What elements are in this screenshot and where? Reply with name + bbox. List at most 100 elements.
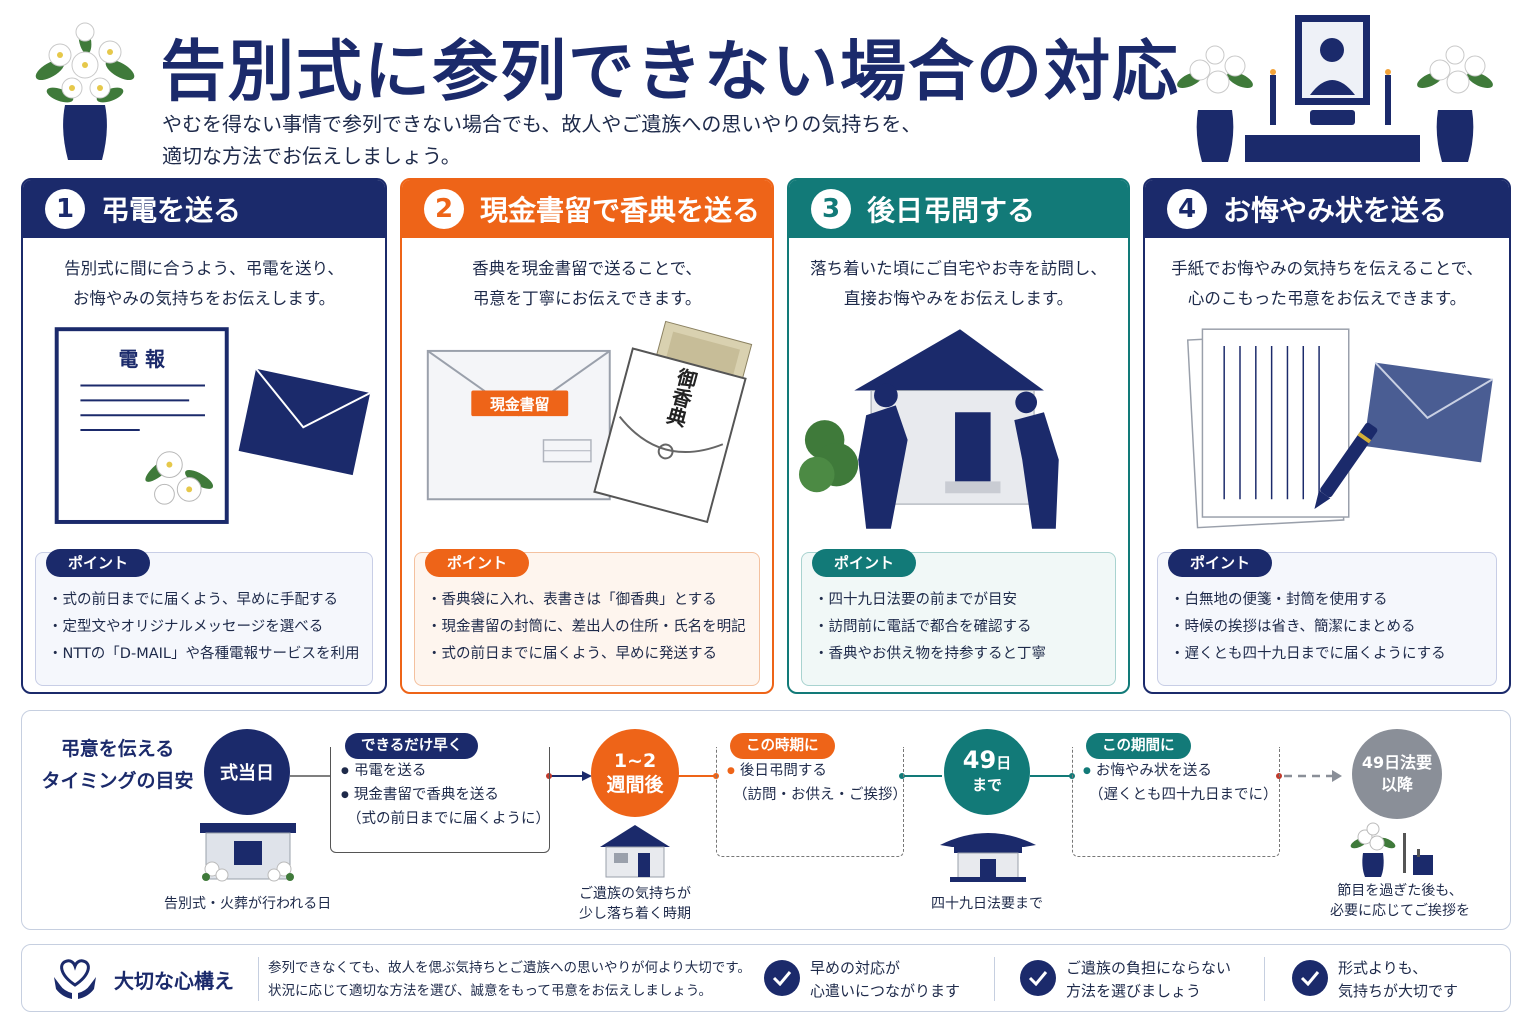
- divider: [258, 957, 259, 1001]
- stage-caption: 節目を過ぎた後も、 必要に応じてご挨拶を: [1322, 881, 1478, 921]
- telegram-label: 電 報: [119, 348, 166, 371]
- point-item: ・式の前日までに届くよう、早めに手配する: [48, 592, 338, 608]
- altar-icon: [1177, 15, 1493, 162]
- desc-line: 香典を現金書留で送ることで、: [472, 259, 702, 278]
- stage-circle-number: 49: [962, 745, 997, 774]
- card-number: 1: [45, 189, 85, 229]
- stage-circle-1-2-weeks: 1~2 週間後: [591, 729, 679, 817]
- check-item-line: 早めの対応が: [810, 959, 901, 977]
- header: 告別式に参列できない場合の対応 やむを得ない事情で参列できない場合でも、故人やご…: [0, 0, 1536, 175]
- point-item: ・香典やお供え物を持参すると丁寧: [814, 646, 1046, 662]
- point-item: ・遅くとも四十九日までに届くようにする: [1170, 646, 1446, 662]
- flower-vase-icon: [35, 22, 135, 160]
- stage-circle-text: 49日法要: [1361, 753, 1433, 772]
- point-badge: ポイント: [46, 549, 151, 577]
- check-item-line: 形式よりも、: [1338, 959, 1428, 977]
- subtitle-line: やむを得ない事情で参列できない場合でも、故人やご遺族への思いやりの気持ちを、: [162, 112, 922, 136]
- timing-tag: この期間に: [1086, 733, 1191, 759]
- point-box: ポイント ・香典袋に入れ、表書きは「御香典」とする ・現金書留の封筒に、差出人の…: [414, 549, 760, 686]
- desc-line: 心のこもった弔意をお伝えできます。: [1187, 289, 1467, 308]
- mindset-text: 参列できなくても、故人を偲ぶ気持ちとご遺族への思いやりが何より大切です。 状況に…: [268, 957, 751, 1003]
- bowing-people-icon: [858, 383, 1059, 529]
- card-header: 1 弔電を送る: [23, 180, 385, 238]
- pen-icon: [1314, 422, 1378, 510]
- point-box: ポイント ・式の前日までに届くよう、早めに手配する ・定型文やオリジナルメッセー…: [35, 549, 373, 686]
- desc-line: 弔意を丁寧にお伝えできます。: [472, 289, 702, 308]
- timing-note: （式の前日までに届くように）: [347, 811, 550, 827]
- check-icon: [1020, 960, 1056, 996]
- stage-circle-unit: 日: [996, 753, 1012, 772]
- desc-line: 直接お悔やみをお伝えします。: [843, 289, 1074, 308]
- card-number: 3: [811, 189, 851, 229]
- stage-caption: 告別式・火葬が行われる日: [164, 896, 332, 912]
- stage-circle-funeral-day: 式当日: [204, 729, 290, 815]
- card-description: 手紙でお悔やみの気持ちを伝えることで、 心のこもった弔意をお伝えできます。: [1145, 254, 1509, 314]
- card-title: お悔やみ状を送る: [1223, 194, 1448, 227]
- house-icon: [600, 825, 670, 878]
- timing-tag: この時期に: [730, 733, 835, 759]
- temple-icon: [940, 833, 1036, 882]
- point-badge: ポイント: [812, 549, 917, 577]
- stage-circle-text: まで: [971, 775, 1002, 794]
- point-item: ・訪問前に電話で都合を確認する: [814, 619, 1032, 635]
- flower-offering-icon: [1350, 822, 1433, 877]
- stage-circle-text: 1~2: [613, 750, 657, 772]
- check-item-line: 気持ちが大切です: [1338, 982, 1459, 1000]
- stage-circle-text: 式当日: [220, 763, 274, 784]
- method-card-registered-mail: 2 現金書留で香典を送る 香典を現金書留で送ることで、 弔意を丁寧にお伝えできま…: [400, 178, 774, 694]
- registered-mail-label: 現金書留: [490, 395, 549, 413]
- card-number: 4: [1167, 189, 1207, 229]
- timing-item: ●後日弔問する: [727, 763, 827, 779]
- check-icon: [764, 960, 800, 996]
- hands-heart-icon: [54, 959, 96, 999]
- timeline-label: 弔意を伝える タイミングの目安: [30, 733, 205, 797]
- mindset-text-line: 参列できなくても、故人を偲ぶ気持ちとご遺族への思いやりが何より大切です。: [268, 960, 751, 976]
- stage-circle-text: 週間後: [606, 774, 664, 796]
- timing-item-text: 後日弔問する: [739, 763, 827, 779]
- mindset-section: 大切な心構え 参列できなくても、故人を偲ぶ気持ちとご遺族への思いやりが何より大切…: [21, 944, 1511, 1012]
- card-title: 弔電を送る: [101, 194, 242, 227]
- card-description: 香典を現金書留で送ることで、 弔意を丁寧にお伝えできます。: [402, 254, 772, 314]
- stage-circle-text: 以降: [1380, 775, 1413, 794]
- check-item: ご遺族の負担にならない 方法を選びましょう: [1066, 957, 1231, 1003]
- card-header: 4 お悔やみ状を送る: [1145, 180, 1509, 238]
- timing-item-text: お悔やみ状を送る: [1095, 763, 1212, 779]
- check-item-line: 方法を選びましょう: [1066, 982, 1202, 1000]
- divider: [1264, 957, 1265, 1001]
- mindset-title: 大切な心構え: [114, 969, 234, 993]
- point-item: ・白無地の便箋・封筒を使用する: [1170, 592, 1388, 608]
- timeline-label-line: 弔意を伝える: [60, 738, 175, 760]
- card-description: 告別式に間に合うよう、弔電を送り、 お悔やみの気持ちをお伝えします。: [23, 254, 385, 314]
- point-item: ・四十九日法要の前までが目安: [814, 592, 1017, 608]
- stage-caption-line: 少し落ち着く時期: [579, 906, 691, 922]
- funeral-hall-icon: [200, 823, 296, 882]
- point-item: ・現金書留の封筒に、差出人の住所・氏名を明記: [427, 619, 746, 635]
- point-item: ・NTTの「D-MAIL」や各種電報サービスを利用: [48, 646, 360, 662]
- point-list: ・四十九日法要の前までが目安 ・訪問前に電話で都合を確認する ・香典やお供え物を…: [814, 587, 1105, 668]
- timing-note: （遅くとも四十九日までに）: [1089, 787, 1278, 803]
- check-item-line: ご遺族の負担にならない: [1066, 959, 1232, 977]
- point-item: ・時候の挨拶は省き、簡潔にまとめる: [1170, 619, 1416, 635]
- page-subtitle: やむを得ない事情で参列できない場合でも、故人やご遺族への思いやりの気持ちを、 適…: [162, 108, 1062, 172]
- check-icon: [1292, 960, 1328, 996]
- timing-box-letter: ●お悔やみ状を送る （遅くとも四十九日までに）: [1072, 747, 1280, 857]
- timing-item: ●お悔やみ状を送る: [1083, 763, 1212, 779]
- stage-caption: 四十九日法要まで: [931, 896, 1043, 912]
- card-number: 2: [424, 189, 464, 229]
- timing-box-visit: ●後日弔問する （訪問・お供え・ご挨拶）: [716, 747, 907, 857]
- telegram-icon: 電 報: [54, 327, 371, 524]
- point-list: ・式の前日までに届くよう、早めに手配する ・定型文やオリジナルメッセージを選べる…: [48, 587, 362, 668]
- card-title: 後日弔問する: [867, 194, 1036, 227]
- point-box: ポイント ・白無地の便箋・封筒を使用する ・時候の挨拶は省き、簡潔にまとめる ・…: [1157, 549, 1497, 686]
- point-list: ・白無地の便箋・封筒を使用する ・時候の挨拶は省き、簡潔にまとめる ・遅くとも四…: [1170, 587, 1486, 668]
- check-item: 早めの対応が 心遣いにつながります: [810, 957, 960, 1003]
- card-title: 現金書留で香典を送る: [480, 194, 761, 227]
- timing-note: （訪問・お供え・ご挨拶）: [733, 787, 907, 803]
- stage-caption-line: ご遺族の気持ちが: [579, 886, 691, 902]
- letter-icon: [1186, 328, 1494, 529]
- timing-item: 現金書留で香典を送る: [341, 783, 539, 807]
- divider: [994, 957, 995, 1001]
- stage-circle-49-days: 49日 まで: [944, 729, 1030, 815]
- method-card-visit: 3 後日弔問する 落ち着いた頃にご自宅やお寺を訪問し、 直接お悔やみをお伝えしま…: [787, 178, 1130, 694]
- desc-line: お悔やみの気持ちをお伝えします。: [72, 289, 336, 308]
